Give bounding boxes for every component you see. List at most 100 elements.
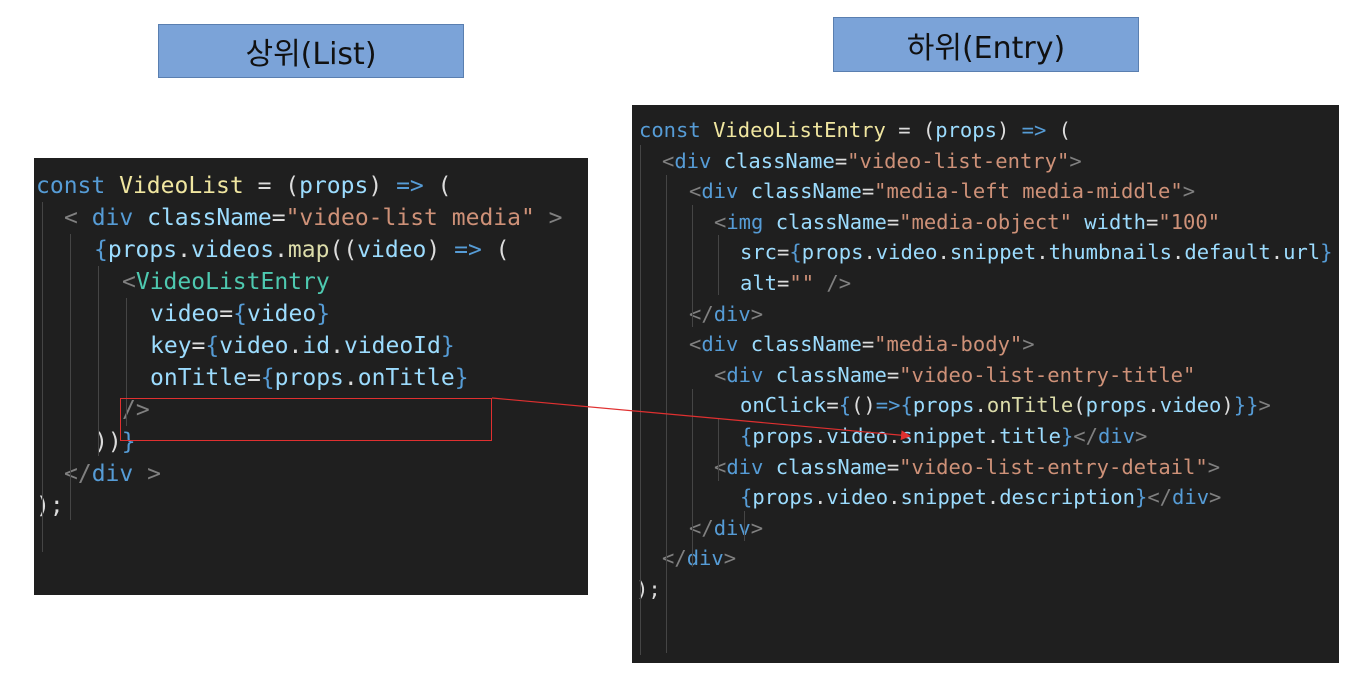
- code-token: {: [94, 237, 108, 263]
- code-token: "media-body": [874, 332, 1023, 357]
- code-token: >: [133, 461, 161, 487]
- code-token: snippet: [949, 240, 1037, 265]
- code-token: .: [986, 424, 1000, 448]
- code-token: video: [826, 485, 889, 510]
- parent-code-panel: const VideoList = (props) => (< div clas…: [34, 158, 588, 595]
- code-token: props: [274, 365, 344, 391]
- code-token: =: [834, 148, 848, 173]
- code-token: snippet: [900, 424, 987, 448]
- code-token: <: [714, 362, 727, 387]
- code-token: src: [740, 240, 778, 265]
- code-token: {: [900, 393, 913, 418]
- code-line: {props.video.snippet.description}</div>: [740, 482, 1221, 512]
- code-token: props: [912, 393, 975, 418]
- code-token: =: [886, 209, 900, 234]
- code-token: div: [91, 205, 148, 231]
- code-token: onTitle: [150, 365, 247, 391]
- code-token: =: [219, 301, 234, 327]
- code-token: {: [740, 424, 753, 448]
- code-token: }: [1320, 240, 1333, 265]
- code-line: </div >: [64, 458, 161, 490]
- child-label-text: 하위(Entry): [906, 30, 1066, 66]
- code-token: </: [689, 301, 714, 326]
- code-token: map: [287, 237, 330, 263]
- code-token: "video-list-entry-title": [899, 362, 1196, 387]
- child-code-panel: const VideoListEntry = (props) => (<div …: [632, 105, 1339, 663]
- code-token: videos: [190, 237, 275, 263]
- code-token: >: [534, 205, 563, 231]
- indent-guide: [640, 145, 641, 655]
- code-token: width: [1084, 209, 1147, 234]
- code-line: <div className="video-list-entry">: [662, 146, 1082, 176]
- code-token: .: [974, 393, 987, 418]
- code-token: "": [789, 271, 815, 295]
- code-line: alt="" />: [740, 268, 851, 298]
- code-token: id: [302, 333, 331, 359]
- code-line: );: [36, 490, 64, 522]
- code-token: }: [316, 301, 331, 327]
- code-token: .: [274, 237, 288, 263]
- code-token: "media-left media-middle": [874, 179, 1183, 204]
- code-token: div: [726, 362, 776, 387]
- code-token: props: [935, 118, 997, 142]
- code-token: div: [713, 301, 751, 326]
- code-token: .: [814, 424, 827, 448]
- code-token: props: [801, 240, 864, 265]
- code-token: snippet: [900, 485, 987, 510]
- code-token: }: [454, 365, 469, 391]
- arrow-line: [491, 397, 911, 441]
- code-token: video: [150, 301, 220, 327]
- code-token: =: [861, 179, 875, 204]
- code-token: = (: [885, 118, 936, 142]
- code-token: className: [775, 362, 887, 387]
- code-token: ((: [329, 237, 358, 263]
- code-token: }}: [1233, 393, 1259, 418]
- code-token: "media-object": [899, 209, 1072, 234]
- code-token: }: [440, 333, 455, 359]
- code-token: =>: [396, 173, 424, 199]
- code-token: videoId: [343, 333, 441, 359]
- code-token: onTitle: [357, 365, 455, 391]
- code-token: =>: [1021, 118, 1047, 142]
- code-token: <: [689, 332, 702, 357]
- code-token: (: [481, 237, 510, 263]
- code-line: key={video.id.videoId}: [150, 330, 455, 362]
- code-token: >: [750, 515, 764, 540]
- code-token: =: [777, 240, 790, 265]
- code-line: <img className="media-object" width="100…: [714, 207, 1220, 237]
- code-token: ): [426, 237, 455, 263]
- code-line: < div className="video-list media" >: [64, 202, 563, 234]
- code-token: className: [775, 209, 887, 234]
- code-token: "video-list-entry": [847, 148, 1070, 173]
- code-token: className: [147, 205, 272, 231]
- code-token: const: [36, 173, 120, 199]
- code-token: div: [726, 454, 776, 479]
- code-token: const: [639, 118, 714, 142]
- code-token: >: [750, 301, 764, 326]
- code-token: video: [1159, 393, 1222, 418]
- code-token: "100": [1158, 209, 1221, 234]
- code-token: <: [689, 179, 702, 204]
- code-token: >: [1135, 424, 1148, 448]
- code-token: (: [1046, 118, 1072, 142]
- code-token: .: [863, 240, 876, 265]
- code-token: "video-list media": [285, 205, 535, 231]
- code-token: }: [121, 429, 136, 455]
- code-token: .: [1172, 240, 1185, 265]
- indent-guide: [126, 298, 127, 426]
- code-token: =: [826, 393, 839, 418]
- code-token: className: [750, 332, 862, 357]
- code-token: props: [299, 173, 369, 199]
- indent-guide: [692, 205, 693, 327]
- code-token: video: [826, 424, 889, 448]
- code-token: (): [851, 393, 876, 418]
- code-token: video: [875, 240, 938, 265]
- code-token: <: [662, 148, 675, 173]
- code-token: img: [726, 209, 776, 234]
- code-token: <: [714, 209, 727, 234]
- code-token: </: [1147, 485, 1173, 510]
- indent-guide: [42, 202, 43, 552]
- code-token: .: [1147, 393, 1160, 418]
- code-token: props: [752, 485, 815, 510]
